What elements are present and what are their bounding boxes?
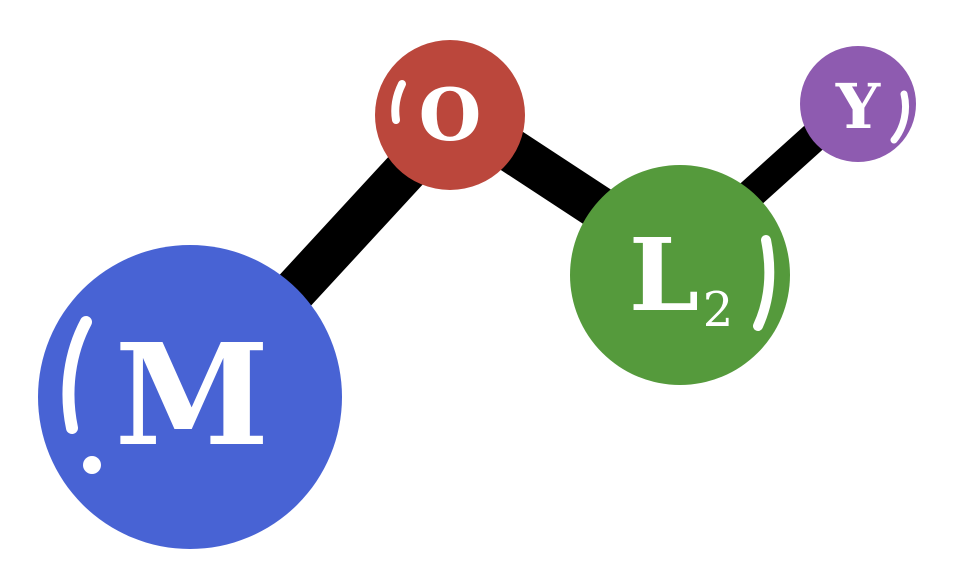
atom-m-letter: M [115,314,270,478]
atom-l2-highlight [753,235,775,331]
atom-y: Y [800,46,916,162]
atom-m: M [38,245,342,549]
atom-l2-subscript: 2 [703,282,734,338]
atom-o-highlight [391,80,406,124]
atom-y-highlight [890,90,910,144]
atom-o-letter: O [419,72,482,157]
atom-o: O [375,40,525,190]
atom-l2-sphere [570,165,790,385]
atom-m-highlight [62,316,92,434]
atom-o-sphere [375,40,525,190]
atom-l2: L 2 [570,165,790,385]
atom-l2-letter: L [629,216,699,334]
atom-y-letter: Y [835,70,881,143]
atom-y-sphere [800,46,916,162]
atom-m-highlight-dot [83,456,101,474]
atom-m-sphere [38,245,342,549]
